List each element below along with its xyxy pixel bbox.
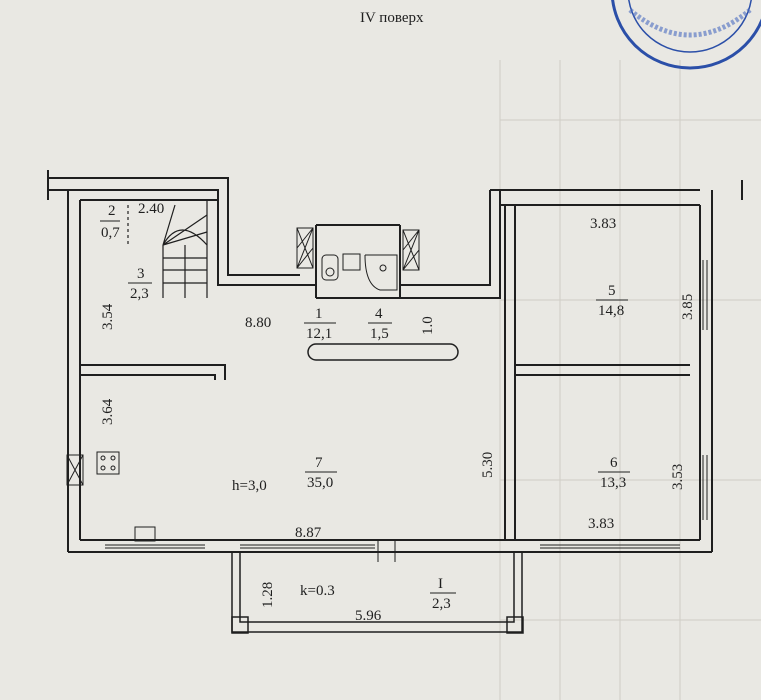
balcony-coefficient: k=0.3 [300,583,335,599]
room-6-number: 6 [610,455,618,471]
dim-bottom-length: 8.87 [295,525,322,541]
dim-room5-depth: 3.85 [680,294,696,320]
balcony-area: 2,3 [432,596,451,612]
fraction-lines [100,220,630,594]
room-5-number: 5 [608,283,616,299]
height-annotation: h=3,0 [232,478,267,494]
room-3-area: 2,3 [130,286,149,302]
room-3-number: 3 [137,266,145,282]
walls [47,170,743,553]
dim-room5-width: 3.83 [590,216,616,232]
room-2-number: 2 [108,203,116,219]
dim-partition: 5.30 [480,452,496,478]
room-1-number: 1 [315,306,323,322]
sink-icon [342,253,361,271]
dim-room6-depth: 3.53 [670,464,686,490]
room-6-area: 13,3 [600,475,626,491]
balcony [231,552,524,634]
staircase [127,200,208,298]
room-2-area: 0,7 [101,225,120,241]
room-5-area: 14,8 [598,303,624,319]
room-7-number: 7 [315,455,323,471]
dim-balcony-length: 5.96 [355,608,382,624]
dim-corridor-length: 8.80 [245,315,271,331]
dim-room6-width: 3.83 [588,516,614,532]
dim-left-upper: 3.54 [100,303,116,330]
stamp [611,0,761,70]
floor-label: IV поверх [360,10,424,26]
shower-icon [364,254,398,291]
dim-balcony-depth: 1.28 [260,582,276,608]
room-7-area: 35,0 [307,475,333,491]
dim-stair-width: 2.40 [138,201,164,217]
dim-corridor-width: 1.0 [420,316,436,335]
vent-shaft-icon [66,227,420,486]
room-1-area: 12,1 [306,326,332,342]
balcony-number: I [438,576,443,592]
stove-icon [96,451,120,475]
rail [307,343,459,361]
dim-left-lower: 3.64 [100,398,116,425]
toilet-icon [321,254,339,281]
background-grid [499,60,761,700]
windows [105,260,708,562]
room-4-area: 1,5 [370,326,389,342]
radiator-icon [134,526,156,542]
room-4-number: 4 [375,306,383,322]
